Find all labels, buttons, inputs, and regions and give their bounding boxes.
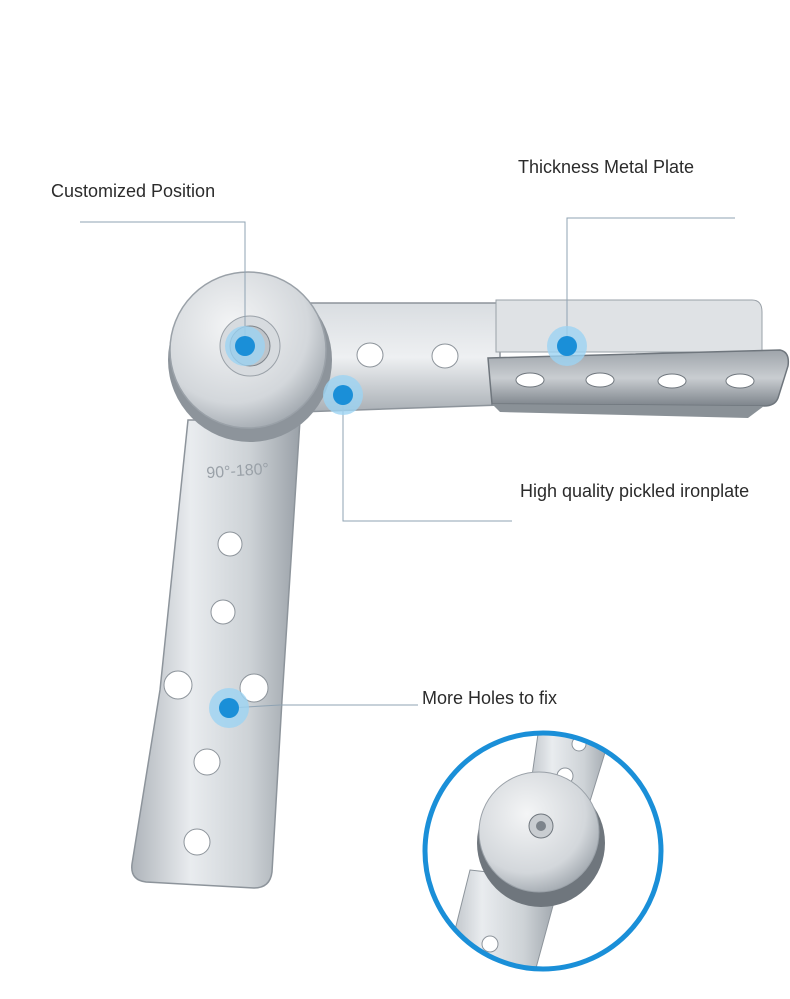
plate-hole (515, 372, 545, 388)
plate-hole (657, 373, 687, 389)
marker-thickness-metal-plate (547, 326, 587, 366)
vertical-arm: 90°-180° (131, 419, 301, 889)
marker-customized-position (225, 326, 265, 366)
leader-line-customized-position (80, 221, 246, 345)
callout-high-quality: High quality pickled ironplate (520, 481, 750, 501)
arm-hole (356, 342, 384, 368)
hinge-marking: 90°-180° (206, 461, 270, 482)
zoom-inset (422, 730, 664, 972)
callout-customized-position: Customized Position (51, 181, 216, 201)
leader-line-thickness (566, 217, 735, 345)
arm-hole (431, 343, 459, 369)
callout-more-holes: More Holes to fix (422, 688, 558, 708)
callout-thickness-metal-plate: Thickness Metal Plate (518, 157, 695, 177)
arm-hole (210, 599, 236, 625)
arm-hole (183, 828, 211, 856)
zoom-inset-ring (422, 730, 664, 972)
marker-high-quality (323, 375, 363, 415)
arm-hole (163, 670, 193, 700)
arm-hole (239, 673, 269, 703)
leader-line-high-quality (342, 395, 512, 522)
arm-hole (217, 531, 243, 557)
metal-plate (487, 299, 790, 418)
marker-more-holes (209, 688, 249, 728)
plate-hole (725, 373, 755, 389)
arm-hole (193, 748, 221, 776)
plate-hole (585, 372, 615, 388)
